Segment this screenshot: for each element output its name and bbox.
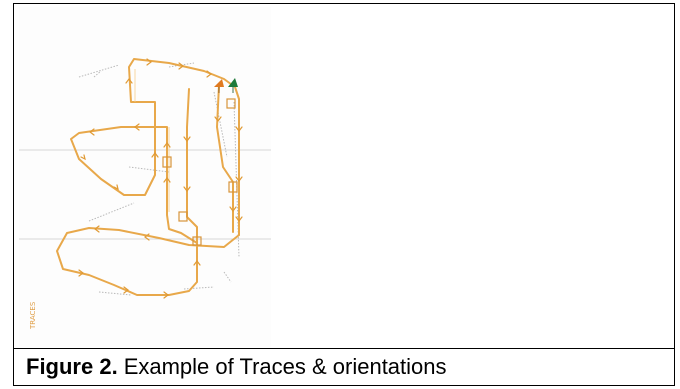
route-trace	[56, 58, 240, 296]
corner-mark: TRACES	[29, 301, 37, 330]
figure-caption: Figure 2. Example of Traces & orientatio…	[14, 349, 674, 385]
svg-text:TRACES: TRACES	[29, 301, 37, 330]
trace-map-svg: TRACES	[19, 58, 271, 330]
caption-text: Example of Traces & orientations	[123, 354, 447, 379]
caption-label: Figure 2.	[26, 354, 118, 379]
orange-flag-icon	[214, 79, 224, 93]
orientation-arrows	[78, 58, 243, 299]
figure-table: TRACES Figure 2. Example of Traces & ori…	[13, 3, 675, 386]
green-flag-icon	[228, 78, 238, 93]
figure-image-cell: TRACES	[14, 4, 674, 349]
background-lines	[19, 62, 271, 296]
stop-markers	[162, 98, 238, 246]
trace-map-image: TRACES	[19, 7, 271, 347]
